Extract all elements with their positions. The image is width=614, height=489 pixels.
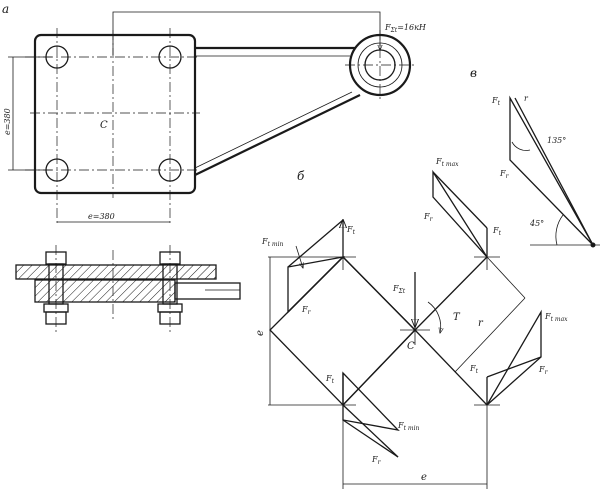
dim-e-horizontal-label-b: e [421,472,427,483]
tr-ft-label: Ft [492,226,502,237]
bl-result [342,404,399,458]
br-ft-label: Ft [469,364,479,375]
tl-fr-label: Fr [301,305,312,316]
tr-fr-side [432,171,488,229]
tr-fr-label: Fr [423,212,434,223]
bl-force-triangle [342,371,400,432]
panel-label-b: б [297,169,305,183]
br-ftmax-label: Ft max [544,312,568,323]
bl-fr-side [342,419,399,458]
angle-45-label: 45° [529,219,544,228]
force-leader [112,11,380,55]
bl-fr-label: Fr [371,455,382,466]
angle-135-label: 135° [547,136,566,145]
dim-e-horizontal-label: e=380 [88,212,115,221]
square-stub-r [486,256,526,299]
bracket-arm-bottom [194,94,361,176]
br-fr-side [486,356,542,378]
view-b-forces: б r C FΣt T Ft Ft min Fr [255,157,568,489]
tl-ftmin-label: Ft min [261,237,283,248]
r-dim-line [454,297,526,373]
angle-135-arc [511,141,531,151]
angle-45-arc [555,214,564,246]
force-label-fst: FΣt=16кН [384,23,427,34]
panel-label-a: а [2,2,9,16]
triangle-hyp [514,97,594,246]
dim-e-vertical-label-b: e [255,330,266,336]
tl-fr-side [287,219,344,268]
section-bracket-plate [15,264,217,280]
v-r-mark: r [524,94,529,103]
r-label: r [478,318,484,329]
fst-label: FΣt [392,284,406,295]
dim-e-vertical-label: e=380 [3,108,12,135]
torque-label: T [453,312,461,323]
arm-inner-bottom [194,91,353,169]
bl-ft-label: Ft [325,374,335,385]
square-edge-tl [342,256,416,331]
tr-ftmax-label: Ft max [435,157,459,168]
force-triangle [509,95,594,246]
bracket-plate [33,33,197,195]
square-edge-br [414,329,488,406]
br-force-triangle [486,309,542,406]
view-a-plan: а C e=380 e=380 FΣt=16кН [2,2,427,225]
section-view [15,245,241,332]
br-fr-label: Fr [538,365,549,376]
view-v-triangle: в Ft r 135° Fr 45° [470,66,600,248]
square-edge-tr [414,256,488,331]
tl-result [287,256,344,313]
section-arm-tail [174,282,241,300]
v-fr-label: Fr [499,169,510,180]
tr-force-triangle [432,169,488,258]
triangle-vertex [590,242,596,248]
torque-arc [427,301,441,333]
square-edge-bl [342,329,416,406]
bl-ftmin-label: Ft min [397,421,419,432]
panel-label-v: в [470,66,477,80]
tl-ft-label: Ft [346,225,356,236]
center-label-c-b: C [407,341,415,352]
center-label-c: C [100,120,108,131]
v-ft-label: Ft [491,96,501,107]
